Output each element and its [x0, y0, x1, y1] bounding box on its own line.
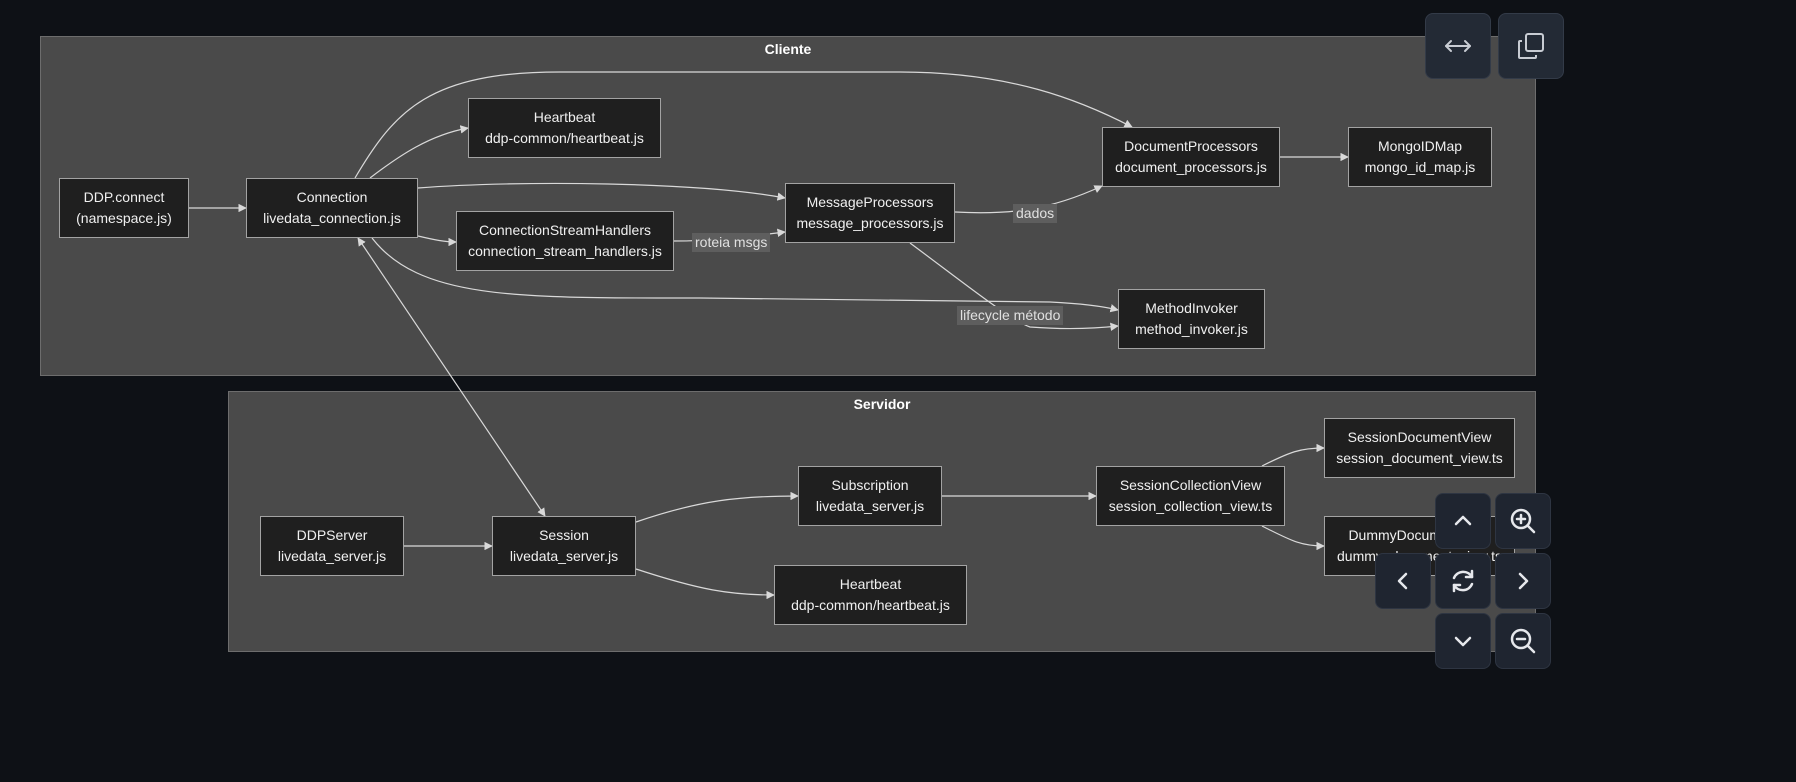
edge-label-routes: roteia msgs	[692, 233, 771, 252]
edge-connection-session	[357, 237, 546, 517]
horizontal-arrows-icon	[1445, 40, 1471, 52]
pan-down-button[interactable]	[1435, 613, 1491, 669]
node-mongo-id-map[interactable]: MongoIDMap mongo_id_map.js	[1348, 127, 1492, 187]
chevron-up-icon	[1454, 515, 1472, 526]
edge-connection-heartbeat	[369, 125, 469, 179]
zoom-in-button[interactable]	[1495, 493, 1551, 549]
node-file: mongo_id_map.js	[1364, 159, 1476, 175]
node-file: livedata_connection.js	[263, 210, 401, 226]
node-name: Connection	[296, 189, 368, 205]
edge-connection-messageprocessors	[417, 182, 786, 201]
zoom-in-icon	[1510, 508, 1536, 534]
fit-width-button[interactable]	[1425, 13, 1491, 79]
node-heartbeat-server[interactable]: Heartbeat ddp-common/heartbeat.js	[774, 565, 967, 625]
node-file: livedata_server.js	[509, 548, 619, 564]
node-file: connection_stream_handlers.js	[468, 243, 662, 259]
node-name: Subscription	[831, 477, 909, 493]
node-ddp-connect[interactable]: DDP.connect (namespace.js)	[59, 178, 189, 238]
node-file: method_invoker.js	[1135, 321, 1248, 337]
cluster-client-title: Cliente	[764, 41, 812, 57]
node-name: SessionDocumentView	[1347, 429, 1492, 445]
edge-label-lifecycle: lifecycle método	[957, 306, 1064, 325]
node-name: DocumentProcessors	[1124, 138, 1258, 154]
edge-collectionview-documentview	[1261, 443, 1325, 467]
node-subscription[interactable]: Subscription livedata_server.js	[798, 466, 942, 526]
node-session-document-view[interactable]: SessionDocumentView session_document_vie…	[1324, 418, 1515, 478]
pan-left-button[interactable]	[1375, 553, 1431, 609]
node-file: session_collection_view.ts	[1108, 498, 1273, 514]
node-name: SessionCollectionView	[1119, 477, 1262, 493]
node-name: DDP.connect	[83, 189, 165, 205]
node-file: livedata_server.js	[277, 548, 387, 564]
node-file: (namespace.js)	[76, 210, 172, 226]
copy-icon	[1518, 33, 1544, 59]
edge-messageprocessors-methodinvoker	[909, 242, 1119, 332]
edge-label-data: dados	[1013, 204, 1058, 223]
edge-session-heartbeat	[635, 568, 775, 600]
cluster-server-title: Servidor	[853, 396, 911, 412]
node-name: Session	[539, 527, 589, 543]
chevron-right-icon	[1518, 572, 1529, 590]
node-document-processors[interactable]: DocumentProcessors document_processors.j…	[1102, 127, 1280, 187]
node-file: session_document_view.ts	[1336, 450, 1503, 466]
node-session-collection-view[interactable]: SessionCollectionView session_collection…	[1096, 466, 1285, 526]
node-name: MethodInvoker	[1145, 300, 1238, 316]
node-ddp-server[interactable]: DDPServer livedata_server.js	[260, 516, 404, 576]
zoom-out-icon	[1510, 628, 1536, 654]
edge-connection-streamhandlers	[417, 235, 457, 247]
node-name: MongoIDMap	[1377, 138, 1463, 154]
chevron-down-icon	[1454, 636, 1472, 647]
reset-icon	[1452, 569, 1474, 593]
node-file: ddp-common/heartbeat.js	[791, 597, 950, 613]
reset-view-button[interactable]	[1435, 553, 1491, 609]
node-message-processors[interactable]: MessageProcessors message_processors.js	[785, 183, 955, 243]
pan-right-button[interactable]	[1495, 553, 1551, 609]
node-method-invoker[interactable]: MethodInvoker method_invoker.js	[1118, 289, 1265, 349]
node-name: DDPServer	[296, 527, 368, 543]
node-name: MessageProcessors	[806, 194, 934, 210]
chevron-left-icon	[1397, 572, 1408, 590]
node-session[interactable]: Session livedata_server.js	[492, 516, 636, 576]
copy-button[interactable]	[1498, 13, 1564, 79]
node-name: Heartbeat	[533, 109, 596, 125]
node-heartbeat-client[interactable]: Heartbeat ddp-common/heartbeat.js	[468, 98, 661, 158]
node-stream-handlers[interactable]: ConnectionStreamHandlers connection_stre…	[456, 211, 674, 271]
node-file: ddp-common/heartbeat.js	[485, 130, 644, 146]
node-file: document_processors.js	[1115, 159, 1267, 175]
node-name: Heartbeat	[839, 576, 902, 592]
edge-collectionview-dummyview	[1261, 525, 1325, 551]
edge-connection-documentprocessors	[354, 71, 1133, 179]
pan-up-button[interactable]	[1435, 493, 1491, 549]
node-name: ConnectionStreamHandlers	[479, 222, 651, 238]
node-file: message_processors.js	[796, 215, 944, 231]
node-file: livedata_server.js	[815, 498, 925, 514]
node-connection[interactable]: Connection livedata_connection.js	[246, 178, 418, 238]
zoom-out-button[interactable]	[1495, 613, 1551, 669]
edge-session-subscription	[635, 491, 799, 523]
